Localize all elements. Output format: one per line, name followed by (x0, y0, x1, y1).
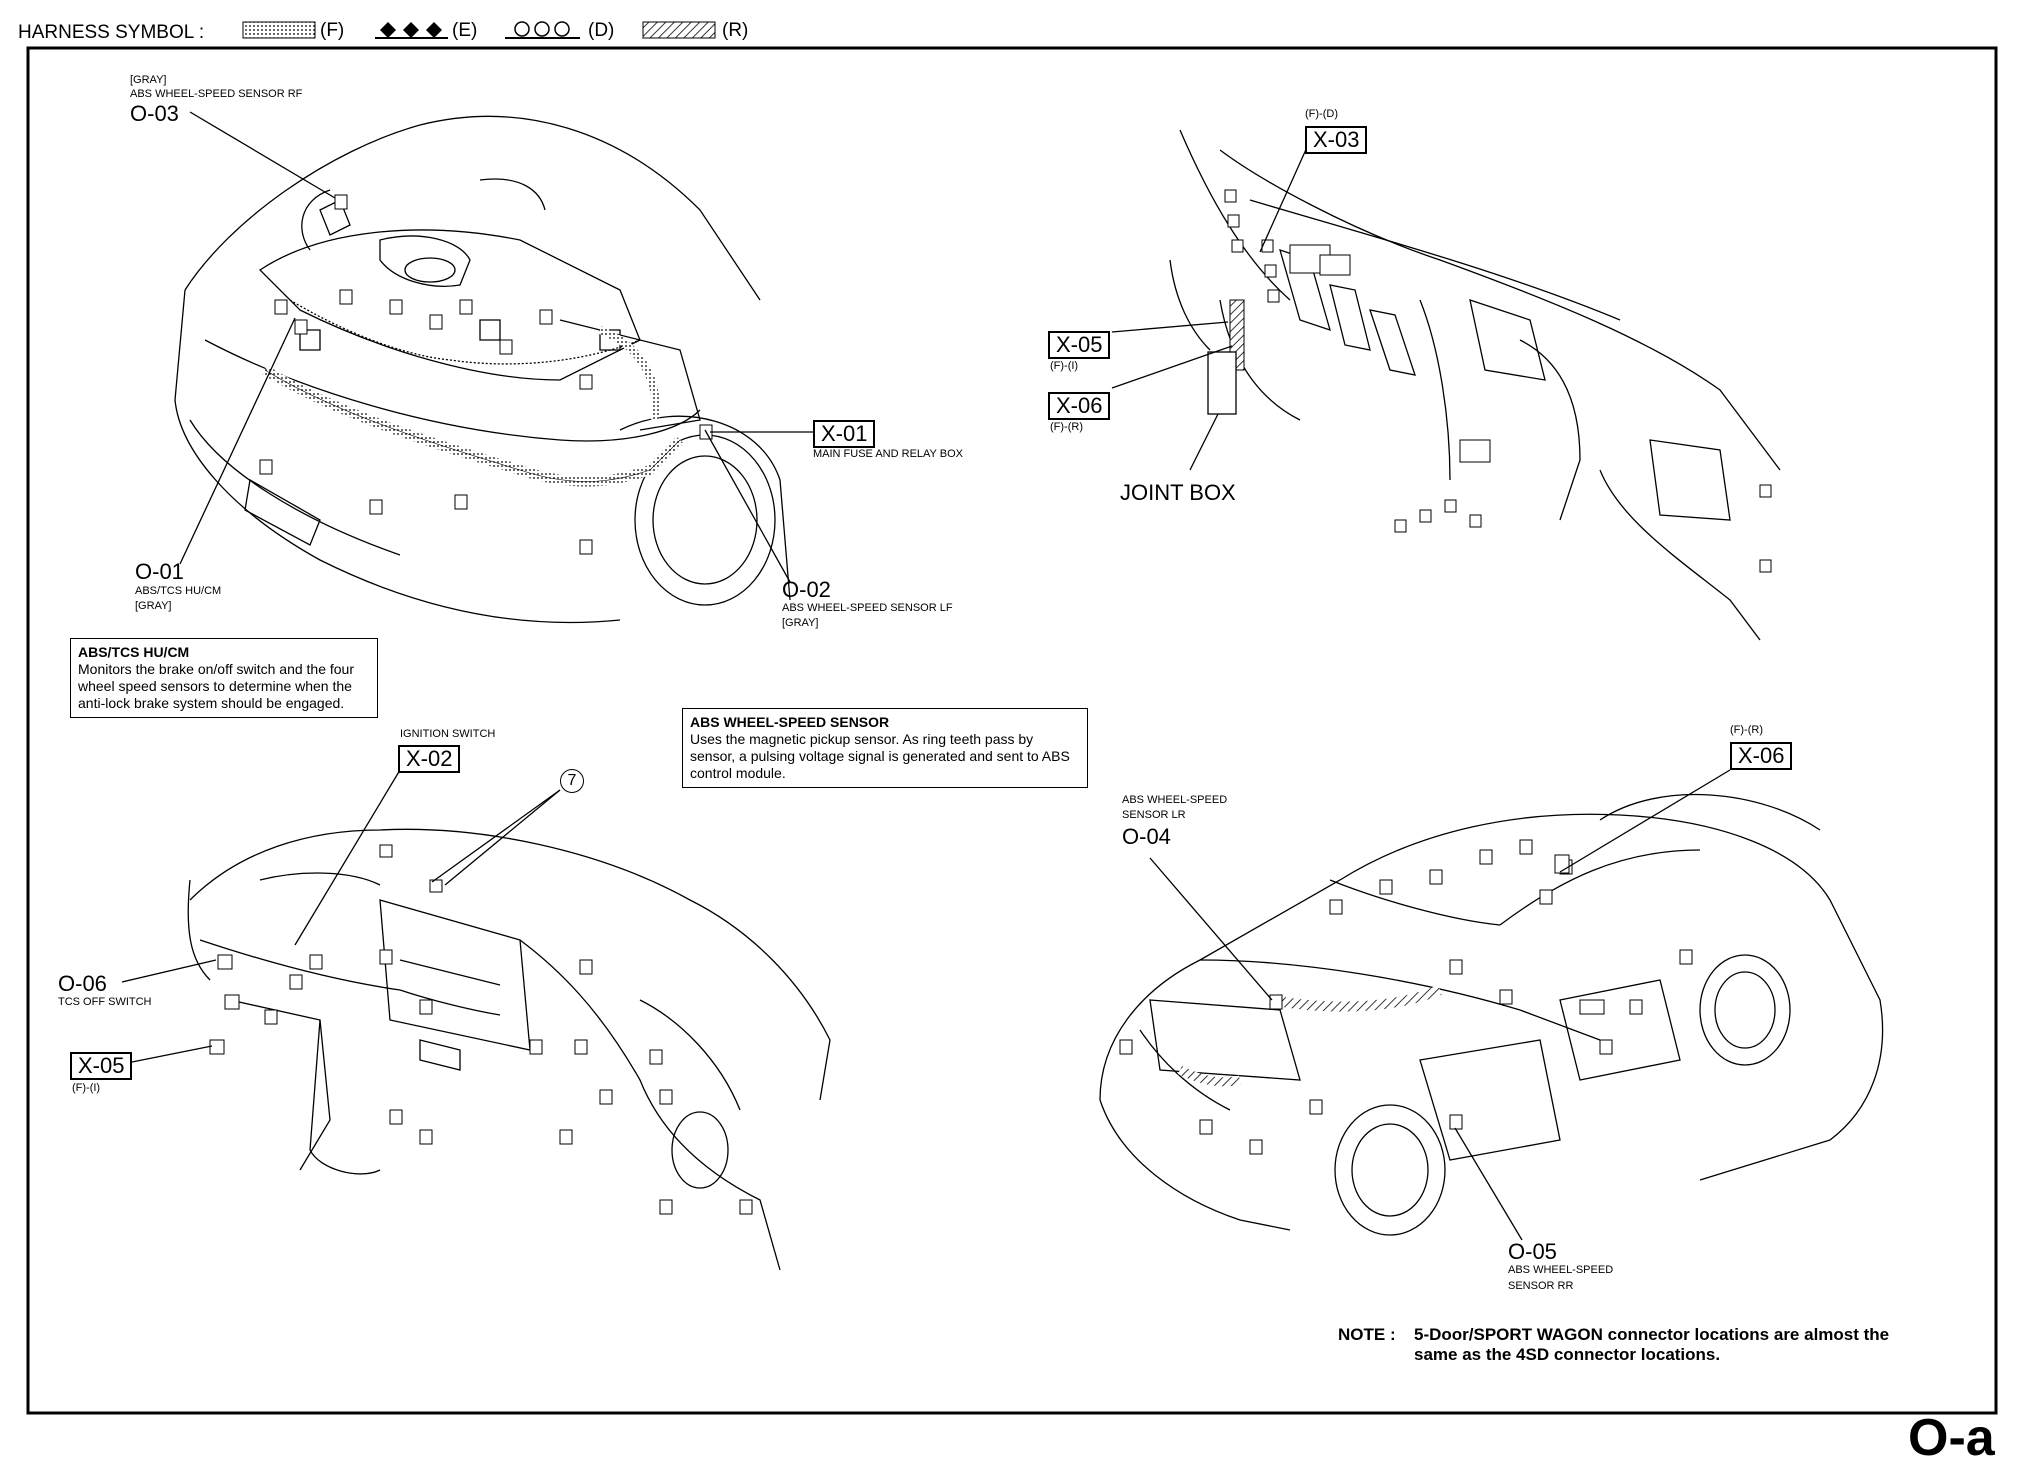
dash-bottom-leaders (121, 769, 561, 1063)
harness-code-d: (D) (588, 20, 615, 41)
engine-connectors (259, 194, 713, 555)
note-label: NOTE : (1338, 1325, 1396, 1344)
o04-code: O-04 (1122, 824, 1171, 849)
dash-top-leaders (1111, 144, 1309, 471)
x06-car-code: X-06 (1730, 742, 1793, 770)
car-harness-hatched (1269, 985, 1442, 1012)
page-frame (26, 46, 1998, 1415)
harness-code-f: (F) (320, 20, 345, 41)
note-line-2: same as the 4SD connector locations. (1414, 1345, 1721, 1364)
o06-desc: TCS OFF SWITCH (58, 996, 152, 1008)
o03-code: O-03 (130, 101, 179, 126)
x05-bottom-code: X-05 (70, 1052, 133, 1080)
o01-code: O-01 (135, 559, 184, 584)
x06-car-harness: (F)-(R) (1730, 724, 1763, 736)
o03-color: [GRAY] (130, 74, 167, 86)
harness-symbol-title: HARNESS SYMBOL : (18, 22, 205, 43)
o02-desc: ABS WHEEL-SPEED SENSOR LF (782, 602, 953, 614)
car-body-drawing (1099, 793, 1884, 1236)
x03-code: X-03 (1305, 126, 1368, 154)
joint-box-label: JOINT BOX (1120, 480, 1236, 505)
o03-desc: ABS WHEEL-SPEED SENSOR RF (130, 88, 303, 100)
x05-bottom-harness: (F)-(I) (72, 1082, 101, 1094)
harness-legend-swatches (242, 21, 716, 39)
engine-harness-dotted-2 (598, 326, 660, 421)
o04-desc-2: SENSOR LR (1122, 809, 1186, 821)
x06-top-code: X-06 (1048, 392, 1111, 420)
car-harness-hatched-2 (1177, 1065, 1242, 1087)
car-body-connectors (1119, 839, 1693, 1155)
page-id: O-a (1908, 1409, 1995, 1467)
joint-box-drawing (1207, 351, 1237, 415)
x02-code: X-02 (398, 745, 461, 773)
engine-harness-dotted (262, 365, 684, 487)
dash-top-drawing (1169, 129, 1781, 641)
wheel-sensor-info-title: ABS WHEEL-SPEED SENSOR (690, 714, 890, 730)
note-line-1: 5-Door/SPORT WAGON connector locations a… (1414, 1325, 1890, 1344)
o04-desc-1: ABS WHEEL-SPEED (1122, 794, 1228, 806)
x05-top-code: X-05 (1048, 331, 1111, 359)
abs-tcs-info-body: Monitors the brake on/off switch and the… (78, 661, 355, 711)
dash-top-connectors (1224, 189, 1772, 573)
o02-color: [GRAY] (782, 617, 819, 629)
x05-top-harness: (F)-(I) (1050, 360, 1079, 372)
x06-top-harness: (F)-(R) (1050, 421, 1083, 433)
engine-leaders (179, 111, 813, 583)
x02-desc: IGNITION SWITCH (400, 728, 496, 740)
o05-code: O-05 (1508, 1239, 1557, 1264)
o05-desc-2: SENSOR RR (1508, 1280, 1574, 1292)
callout-7: 7 (560, 769, 584, 793)
x01-desc: MAIN FUSE AND RELAY BOX (813, 448, 963, 460)
o06-code: O-06 (58, 971, 107, 996)
o05-desc-1: ABS WHEEL-SPEED (1508, 1264, 1614, 1276)
abs-tcs-info-title: ABS/TCS HU/CM (78, 644, 190, 660)
dash-bottom-connectors (209, 844, 753, 1215)
wheel-sensor-info-box: ABS WHEEL-SPEED SENSOR Uses the magnetic… (682, 708, 1088, 788)
dash-bottom-drawing (187, 828, 831, 1271)
wheel-sensor-info-body: Uses the magnetic pickup sensor. As ring… (690, 731, 1070, 781)
engine-bay-drawing (174, 115, 791, 624)
o02-code: O-02 (782, 577, 831, 602)
x03-harness: (F)-(D) (1305, 108, 1338, 120)
o01-color: [GRAY] (135, 600, 172, 612)
x01-code: X-01 (813, 420, 876, 448)
harness-code-r: (R) (722, 20, 749, 41)
harness-code-e: (E) (452, 20, 478, 41)
abs-tcs-info-box: ABS/TCS HU/CM Monitors the brake on/off … (70, 638, 378, 718)
o01-desc: ABS/TCS HU/CM (135, 585, 222, 597)
car-body-leaders (1149, 769, 1731, 1241)
